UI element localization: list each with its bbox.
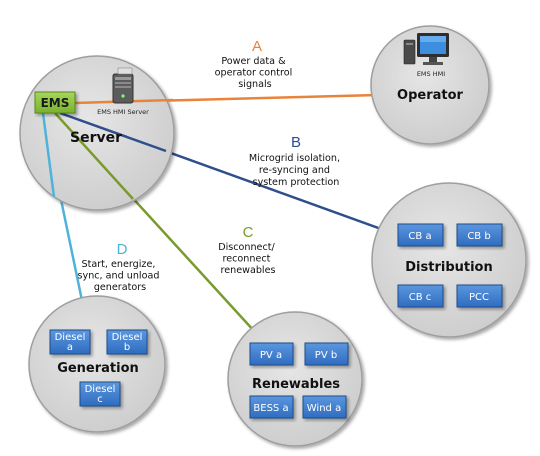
link-a-caption: A Power data & operator control signals [215, 38, 296, 90]
ems-hmi-label: EMS HMI [417, 70, 445, 78]
operator-circle [370, 25, 490, 145]
operator-title: Operator [397, 88, 464, 103]
box-diesel-c-line2: c [97, 394, 103, 405]
server-title: Server [70, 130, 122, 146]
link-d-letter: D [117, 241, 128, 258]
box-pcc[interactable]: PCC [456, 284, 503, 308]
box-cb-b-label: CB b [467, 231, 490, 242]
renewables-title: Renewables [252, 377, 340, 392]
link-a-line3: signals [238, 79, 271, 90]
box-cb-a[interactable]: CB a [397, 223, 444, 247]
link-a-line2: operator control [215, 68, 293, 79]
svg-text:Start, energize, sync, a: Start, energize, sync, and unload genera… [78, 259, 163, 293]
box-bess-a-label: BESS a [253, 403, 288, 414]
box-bess-a[interactable]: BESS a [249, 395, 294, 419]
box-diesel-a-line1: Diesel [55, 332, 86, 343]
link-d-line2: sync, and unload [78, 271, 160, 282]
link-b-line1: Microgrid isolation, [249, 153, 340, 164]
link-b-line3: system protection [253, 177, 340, 188]
link-c-line3: renewables [221, 265, 276, 276]
link-c-letter: C [243, 224, 254, 241]
hmi-server-label: EMS HMI Server [97, 108, 149, 116]
link-c-line1: Disconnect/ [218, 242, 275, 253]
box-diesel-b-line2: b [124, 342, 130, 353]
operator-node: EMS HMI Operator [370, 25, 490, 145]
box-cb-b[interactable]: CB b [456, 223, 503, 247]
link-b-line2: re-syncing and [259, 165, 330, 176]
box-diesel-a-line2: a [67, 342, 73, 353]
box-cb-a-label: CB a [408, 231, 431, 242]
link-c-caption: C Disconnect/ reconnect renewables [218, 224, 278, 276]
ems-label: EMS [41, 96, 70, 110]
link-c-line2: reconnect [223, 254, 271, 265]
box-wind-a-label: Wind a [307, 403, 341, 414]
renewables-node: PV a PV b Renewables BESS a Wind a [227, 311, 363, 447]
box-wind-a[interactable]: Wind a [302, 395, 347, 419]
svg-text:Disconnect/ reconnect: Disconnect/ reconnect renewables [218, 242, 278, 276]
link-a-line1: Power data & [221, 56, 286, 67]
box-pv-b[interactable]: PV b [304, 342, 349, 366]
computer-monitor-icon [403, 33, 449, 65]
box-cb-c[interactable]: CB c [397, 284, 444, 308]
link-d-line3: generators [94, 282, 146, 293]
ems-box[interactable]: EMS [34, 91, 76, 114]
distribution-node: CB a CB b Distribution CB c PCC [371, 182, 527, 338]
box-cb-c-label: CB c [409, 292, 432, 303]
server-node: EMS EMS HMI Server Server [19, 55, 175, 211]
link-d-line1: Start, energize, [81, 259, 155, 270]
box-pv-a[interactable]: PV a [249, 342, 294, 366]
svg-text:Power data & operator co: Power data & operator control signals [215, 56, 296, 90]
box-pv-b-label: PV b [315, 350, 337, 361]
link-d-caption: D Start, energize, sync, and unload gene… [78, 241, 163, 293]
distribution-title: Distribution [405, 260, 492, 275]
server-tower-icon [112, 67, 134, 104]
svg-text:Microgrid isolation, re-: Microgrid isolation, re-syncing and syst… [249, 153, 343, 188]
box-pcc-label: PCC [469, 292, 489, 303]
box-diesel-b-line1: Diesel [112, 332, 143, 343]
link-b-letter: B [291, 134, 301, 151]
box-pv-a-label: PV a [260, 350, 282, 361]
generation-title: Generation [57, 361, 139, 376]
link-b-caption: B Microgrid isolation, re-syncing and sy… [249, 134, 343, 188]
link-a-letter: A [252, 38, 262, 55]
box-diesel-c-line1: Diesel [85, 384, 116, 395]
